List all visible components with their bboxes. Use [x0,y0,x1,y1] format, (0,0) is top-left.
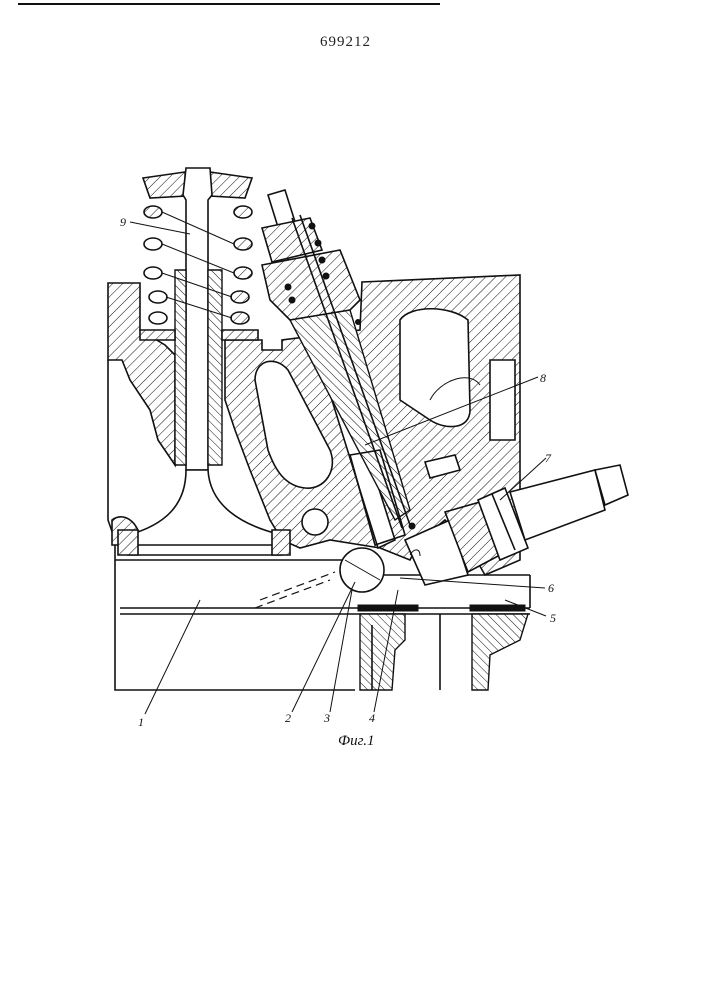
callout-3: 3 [323,711,330,725]
callout-labels: 9 8 7 6 5 1 2 3 4 Фиг.1 [120,215,556,749]
callout-1: 1 [138,715,144,729]
document-number: 699212 [320,34,371,50]
injector-assembly [260,189,416,550]
valve-spring [143,205,253,325]
leader-lines [129,221,547,715]
figure-caption: Фиг.1 [338,733,374,749]
callout-7: 7 [545,451,552,465]
side-fitting [403,454,629,586]
callout-8: 8 [540,371,546,385]
lower-body [107,360,531,691]
callout-5: 5 [550,611,556,625]
callout-9: 9 [120,215,126,229]
callout-2: 2 [285,711,291,725]
intake-valve-assembly [117,167,291,556]
callout-6: 6 [548,581,554,595]
callout-4: 4 [369,711,375,725]
ball-valve [301,508,385,593]
